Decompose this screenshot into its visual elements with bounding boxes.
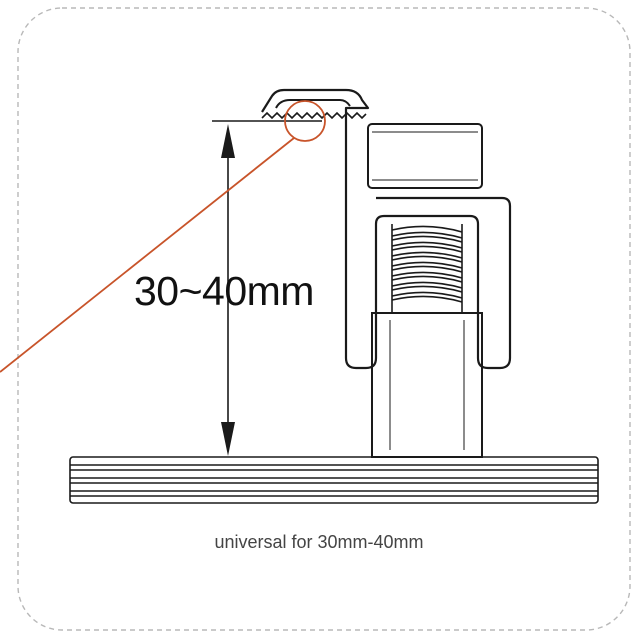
top-cap-block [367, 123, 483, 189]
grip-callout [0, 100, 326, 373]
dashed-frame [17, 7, 631, 631]
clamp-hook-inner [275, 99, 351, 109]
clamp-body [261, 88, 512, 370]
support-post [371, 312, 483, 458]
measurement-label: 30~40mm [134, 268, 314, 314]
threaded-screw [391, 224, 463, 313]
base-panel [69, 456, 599, 504]
serrated-grip [261, 111, 367, 120]
caption: universal for 30mm-40mm [214, 532, 424, 552]
dimension-arrow [212, 120, 322, 456]
